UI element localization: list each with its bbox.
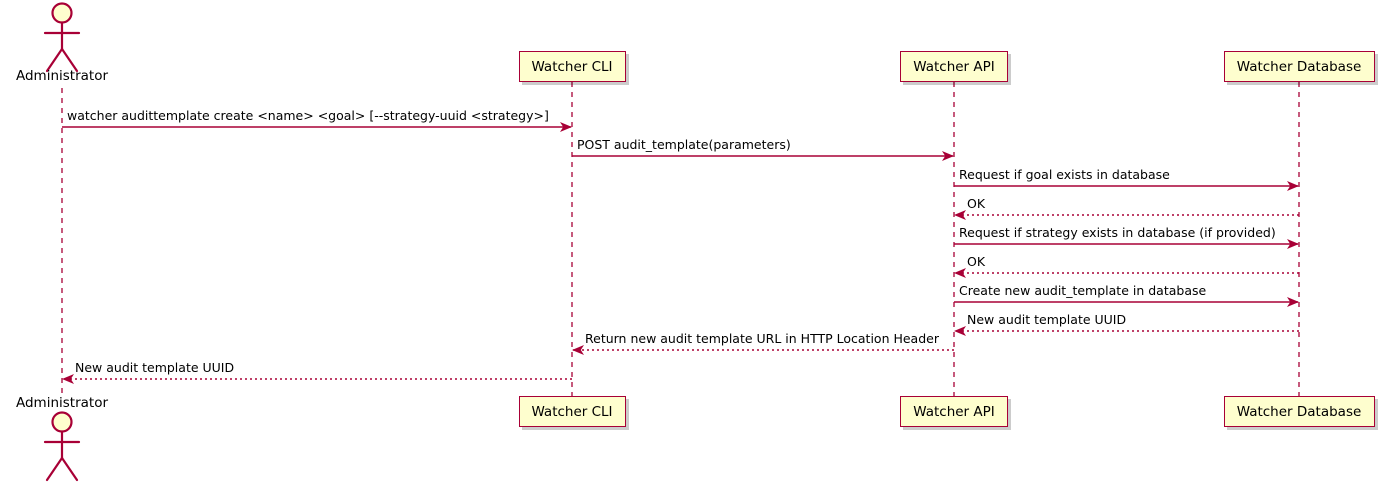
participant-box-database[interactable]: Watcher Database: [1223, 51, 1375, 82]
participant-label-cli: Watcher CLI: [531, 403, 613, 420]
message-label-5: Request if strategy exists in database (…: [959, 225, 1276, 240]
message-label-1: watcher audittemplate create <name> <goa…: [67, 108, 549, 123]
participant-label-database: Watcher Database: [1236, 58, 1362, 75]
message-label-2: POST audit_template(parameters): [577, 137, 791, 152]
message-label-7: Create new audit_template in database: [959, 283, 1207, 298]
lifelines-group: [61, 82, 1300, 396]
participant-box-api[interactable]: Watcher API: [900, 396, 1008, 427]
messages-group: [62, 122, 1299, 384]
message-label-10: New audit template UUID: [75, 360, 235, 375]
participant-label-api: Watcher API: [913, 403, 995, 420]
participant-label-api: Watcher API: [913, 58, 995, 75]
participant-box-database[interactable]: Watcher Database: [1223, 396, 1375, 427]
message-label-6: OK: [967, 254, 986, 269]
participant-label-admin: Administrator: [15, 395, 109, 411]
message-label-9: Return new audit template URL in HTTP Lo…: [585, 331, 939, 346]
actor-figure: [43, 411, 81, 482]
participant-label-admin: Administrator: [15, 68, 109, 84]
participant-box-cli[interactable]: Watcher CLI: [518, 51, 626, 82]
actor-figures-group: [43, 2, 81, 482]
participant-label-cli: Watcher CLI: [531, 58, 613, 75]
message-label-3: Request if goal exists in database: [959, 167, 1170, 182]
actor-figure: [43, 2, 81, 73]
participant-box-cli[interactable]: Watcher CLI: [518, 396, 626, 427]
participant-label-database: Watcher Database: [1236, 403, 1362, 420]
message-label-4: OK: [967, 196, 986, 211]
participant-box-api[interactable]: Watcher API: [900, 51, 1008, 82]
message-label-8: New audit template UUID: [967, 312, 1127, 327]
